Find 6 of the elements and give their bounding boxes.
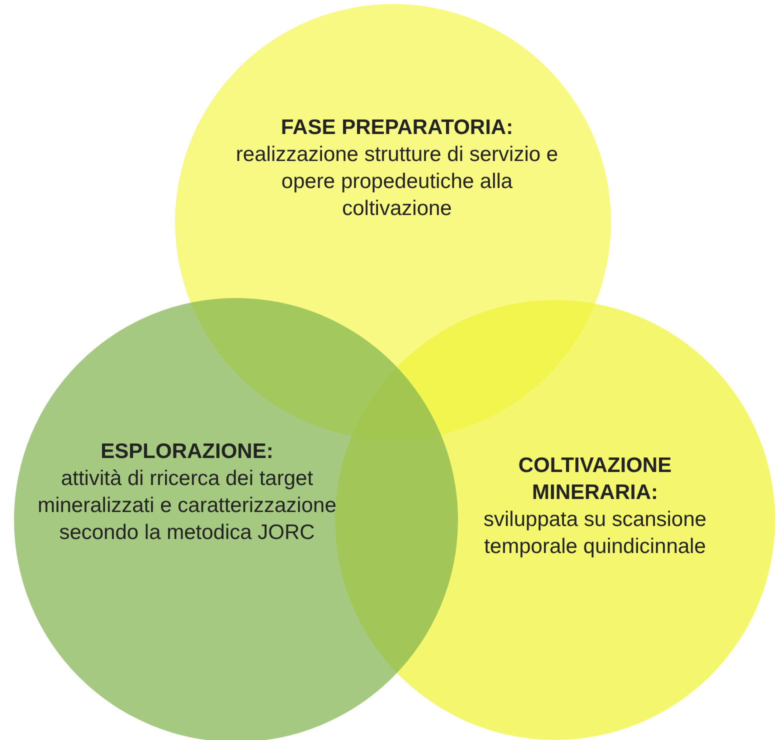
circle-description: sviluppata su scansione temporale quindicinnale: [482, 507, 708, 560]
circle-description: attività di rricerca dei target mineralizzati e caratterizzazione secondo la metodica JORC: [36, 466, 338, 546]
circle-heading: COLTIVAZIONE MINERARIA:: [517, 453, 673, 506]
circle-heading: ESPLORAZIONE:: [100, 439, 274, 465]
circle-description: realizzazione strutture di servizio e opere propedeutiche alla coltivazione: [234, 142, 560, 222]
circle-heading: FASE PREPARATORIA:: [280, 115, 514, 141]
